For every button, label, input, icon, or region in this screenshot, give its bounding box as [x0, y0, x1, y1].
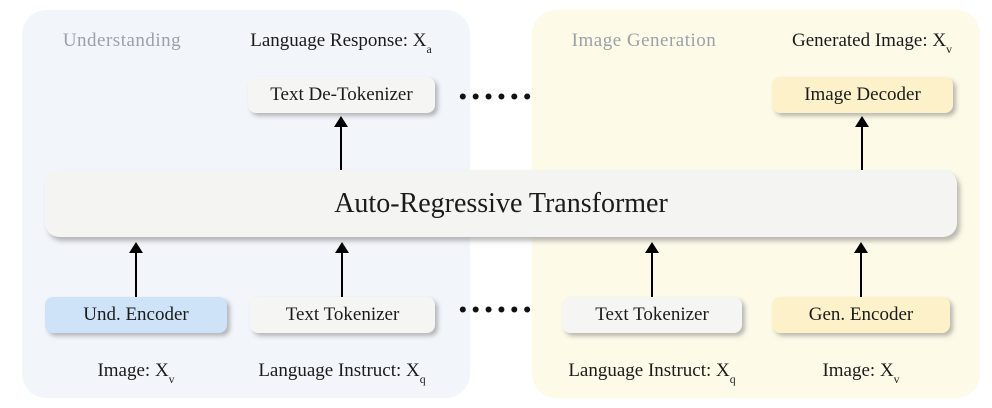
- und-encoder-box: Und. Encoder: [45, 297, 227, 333]
- image-input-text: Image: X: [822, 360, 894, 381]
- language-instruct-subscript: q: [419, 372, 426, 386]
- arrow-shaft: [650, 253, 654, 297]
- arrow-shaft: [134, 253, 138, 297]
- text-tokenizer-box-left: Text Tokenizer: [250, 297, 435, 333]
- arrow-up-from-und-encoder: [128, 242, 144, 297]
- image-input-subscript: v: [893, 372, 900, 386]
- arrowhead-icon: [855, 116, 869, 127]
- text-tokenizer-box-right: Text Tokenizer: [562, 297, 742, 333]
- arrow-shaft: [340, 253, 344, 297]
- image-input-label-right: Image: Xv: [781, 360, 941, 385]
- generated-image-text: Generated Image: X: [792, 30, 947, 51]
- ellipsis-separator-top: ••••••: [457, 88, 535, 108]
- arrow-up-from-left-tokenizer: [334, 242, 350, 297]
- language-instruct-text: Language Instruct: X: [258, 360, 420, 381]
- text-de-tokenizer-box: Text De-Tokenizer: [248, 77, 435, 113]
- language-response-label: Language Response: Xa: [231, 30, 451, 55]
- language-instruct-subscript: q: [729, 372, 736, 386]
- language-instruct-label-left: Language Instruct: Xq: [232, 360, 452, 385]
- generated-image-subscript: v: [946, 42, 952, 56]
- arrow-up-from-gen-encoder: [853, 242, 869, 297]
- ellipsis-separator-bottom: ••••••: [457, 301, 535, 321]
- arrow-up-to-image-decoder: [854, 116, 870, 170]
- image-generation-panel-title: Image Generation: [571, 30, 717, 51]
- arrow-up-to-de-tokenizer: [333, 116, 349, 170]
- arrow-up-from-right-tokenizer: [644, 242, 660, 297]
- understanding-panel-title: Understanding: [62, 30, 182, 51]
- arrowhead-icon: [645, 242, 659, 253]
- language-instruct-label-right: Language Instruct: Xq: [542, 360, 762, 385]
- arrowhead-icon: [129, 242, 143, 253]
- arrowhead-icon: [854, 242, 868, 253]
- language-instruct-text: Language Instruct: X: [568, 360, 730, 381]
- image-input-label-left: Image: Xv: [56, 360, 216, 385]
- generated-image-label: Generated Image: Xv: [762, 30, 982, 55]
- arrowhead-icon: [334, 116, 348, 127]
- image-decoder-box: Image Decoder: [772, 77, 953, 113]
- image-input-text: Image: X: [97, 360, 169, 381]
- auto-regressive-transformer-box: Auto-Regressive Transformer: [45, 170, 957, 237]
- arrow-shaft: [339, 127, 343, 170]
- language-response-subscript: a: [426, 42, 432, 56]
- arrowhead-icon: [335, 242, 349, 253]
- arrow-shaft: [860, 127, 864, 170]
- arrow-shaft: [859, 253, 863, 297]
- gen-encoder-box: Gen. Encoder: [772, 297, 950, 333]
- image-input-subscript: v: [168, 372, 175, 386]
- language-response-text: Language Response: X: [250, 30, 427, 51]
